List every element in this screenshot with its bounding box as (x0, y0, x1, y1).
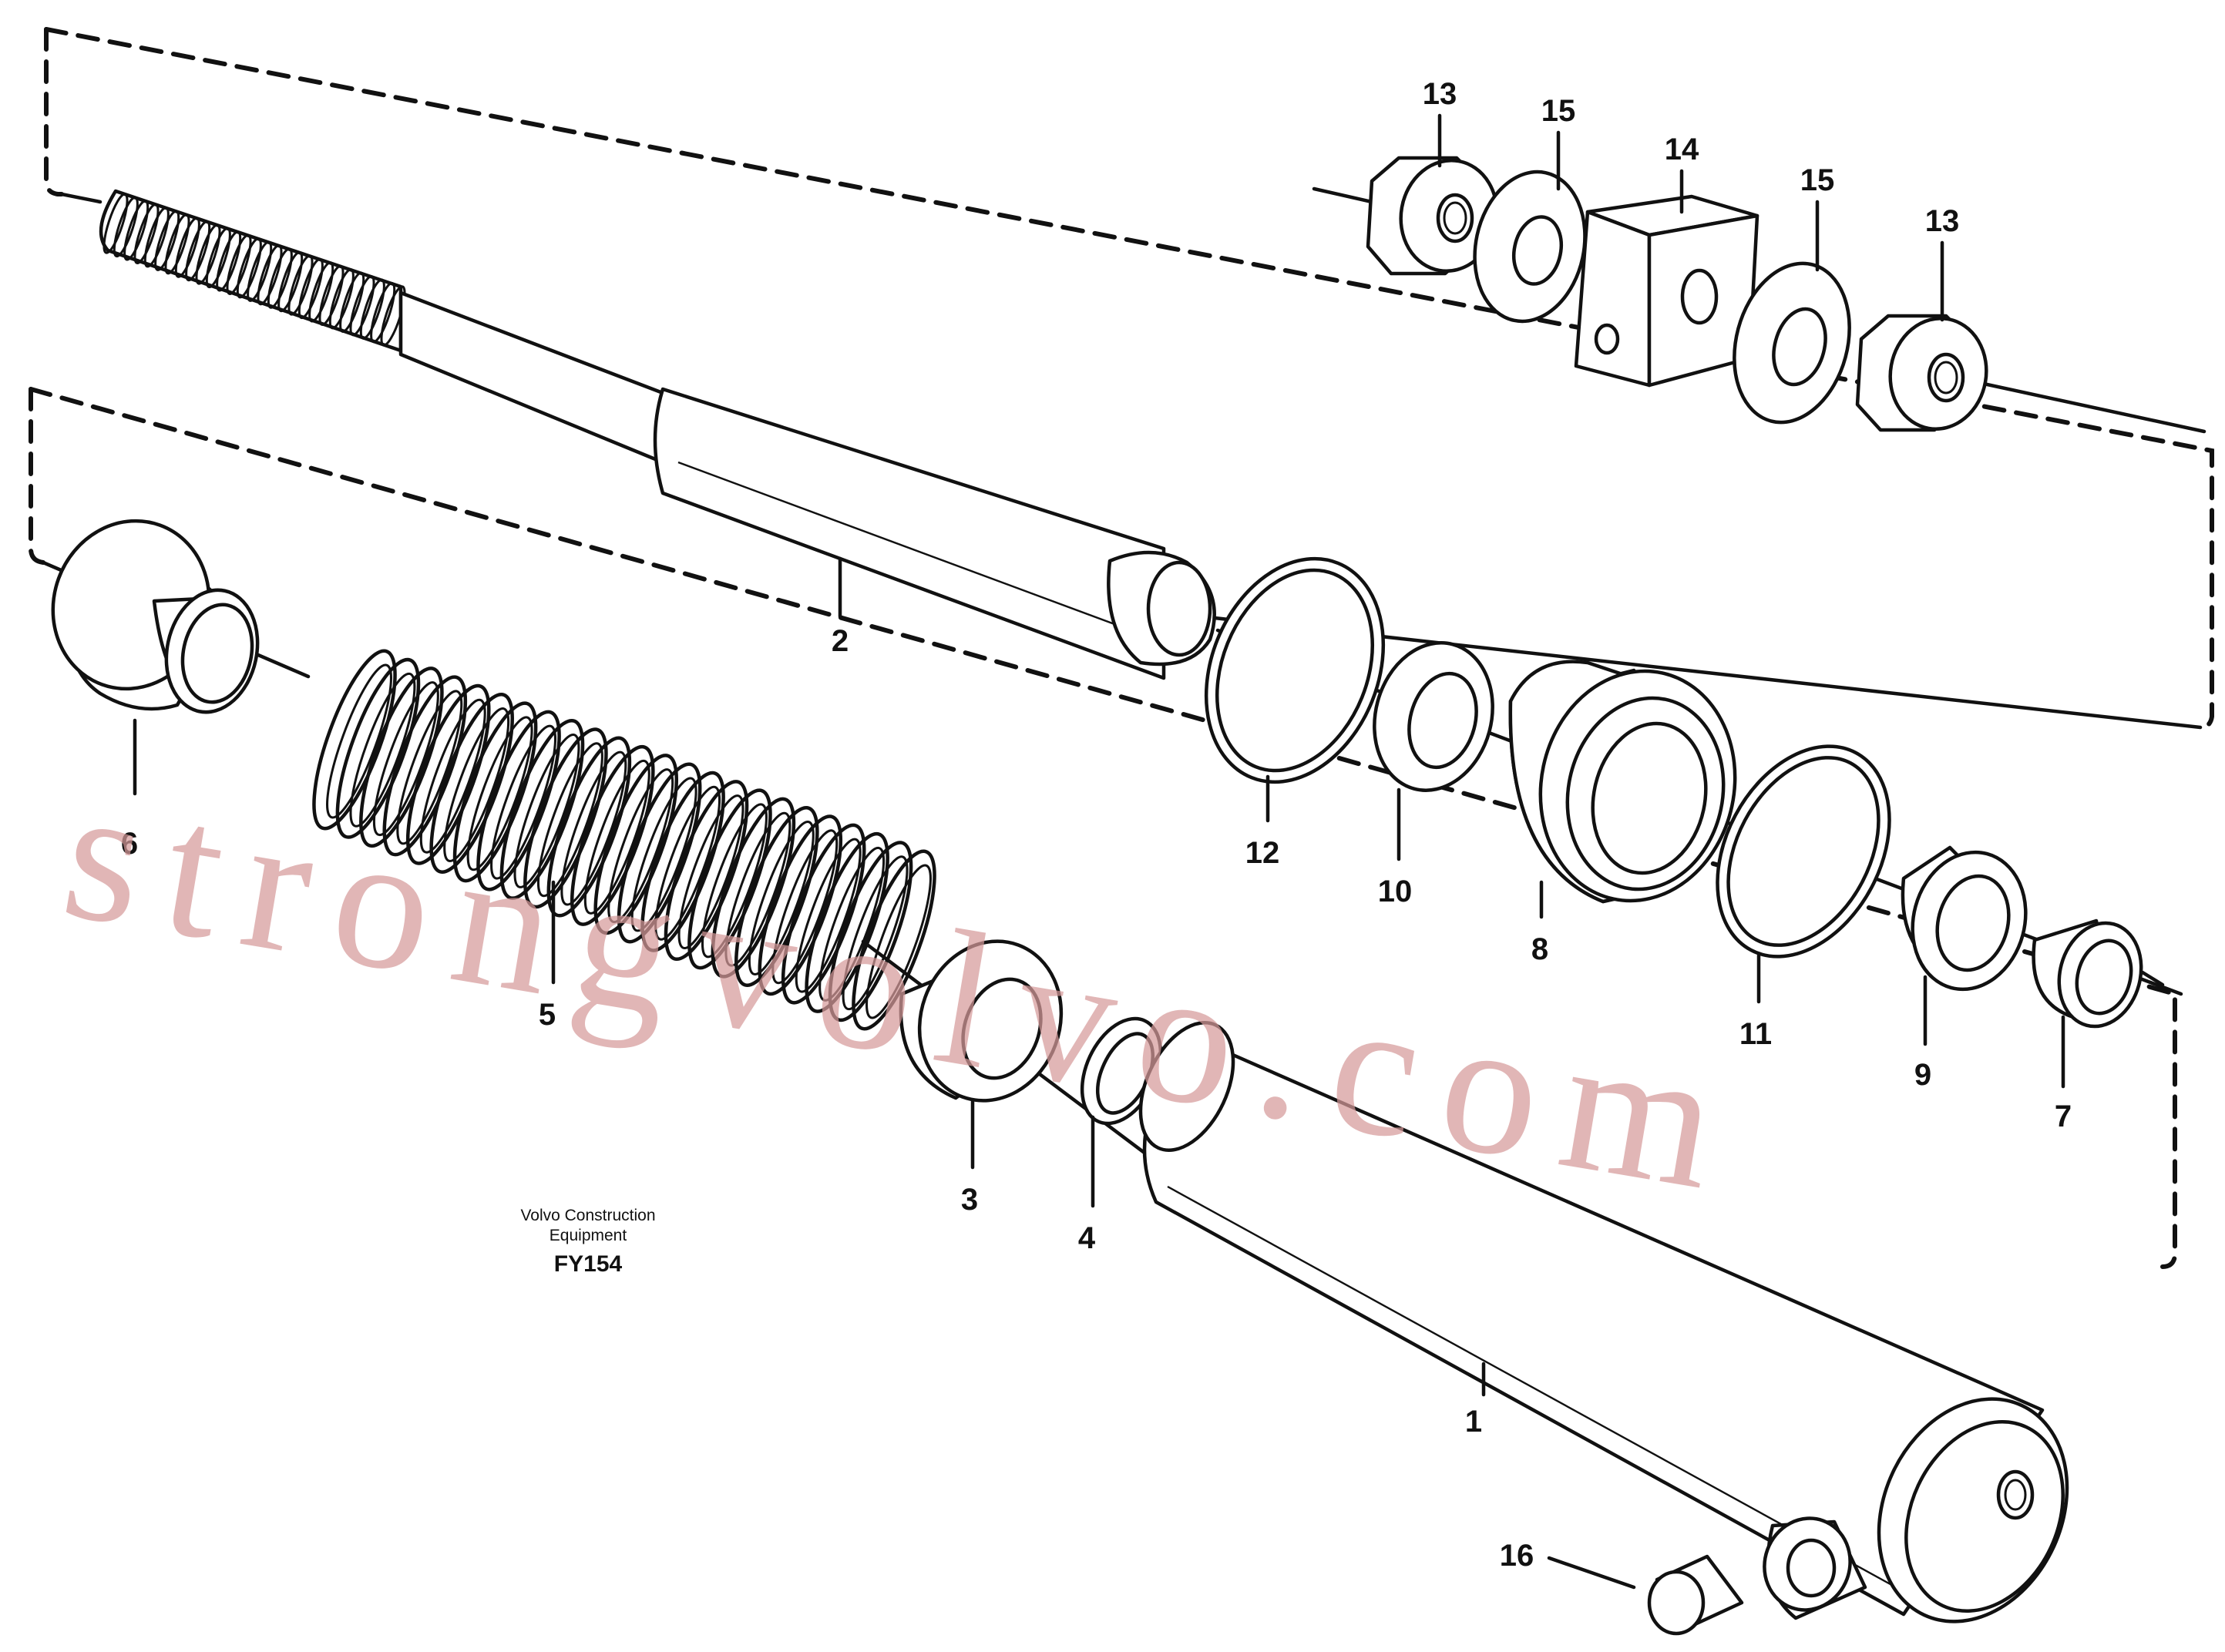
axis-line (2140, 970, 2165, 987)
part-12-o-ring (1204, 556, 1386, 784)
part-7-bushing (2032, 918, 2143, 1029)
axis-line (59, 192, 103, 204)
part-9-wiper-ring (1901, 845, 2028, 992)
part-10-seal-ring (1373, 641, 1494, 792)
caption-company-line-2: Equipment (550, 1227, 627, 1244)
callout-10: 10 (1378, 875, 1413, 908)
caption-block: Volvo Construction Equipment FY154 (520, 1207, 655, 1277)
part-16-grease-nipple-bushing (1647, 1516, 1867, 1636)
caption-company-line-1: Volvo Construction (520, 1207, 655, 1224)
callout-4: 4 (1078, 1221, 1096, 1255)
callout-7: 7 (2055, 1100, 2072, 1133)
callout-14: 14 (1665, 133, 1699, 166)
callout-1: 1 (1465, 1405, 1482, 1439)
part-15-washer-left (1473, 170, 1587, 324)
part-6-flanged-bushing (51, 519, 260, 714)
callout-3: 3 (961, 1183, 978, 1217)
callout-15-right: 15 (1800, 163, 1835, 197)
callout-8: 8 (1531, 932, 1548, 966)
part-8-guide-bushing (1508, 660, 1737, 904)
part-2-threaded-piston-rod (99, 189, 1216, 680)
callout-12: 12 (1245, 836, 1280, 870)
callout-5: 5 (539, 998, 556, 1032)
lower-assembly-frame (29, 387, 2177, 1269)
upper-assembly-frame (44, 27, 2214, 730)
part-5-coil-spring (312, 649, 936, 1031)
leader-lines (133, 113, 2065, 1590)
part-13-hex-nut-left (1366, 156, 1499, 276)
callout-13-left: 13 (1423, 77, 1457, 111)
part-14-clamp-block (1574, 194, 1759, 388)
axis-line (1312, 186, 1374, 204)
caption-figure-code: FY154 (554, 1251, 623, 1277)
callout-15-left: 15 (1541, 94, 1576, 128)
part-13-hex-nut-right (1855, 314, 1988, 432)
callout-16: 16 (1500, 1539, 1534, 1573)
callout-2: 2 (832, 624, 849, 658)
callout-11: 11 (1739, 1017, 1772, 1051)
part-15-washer-right (1733, 261, 1851, 425)
callout-13-right: 13 (1925, 204, 1960, 238)
callout-9: 9 (1914, 1058, 1931, 1092)
part-3-spring-seat (899, 939, 1064, 1103)
part-1-cylinder-tube (1138, 1021, 2069, 1623)
axis-line (1971, 379, 2207, 434)
watermark-text: strongvolvo.com (51, 744, 1756, 1234)
callout-6: 6 (121, 827, 138, 861)
callout-labels: 2 6 5 3 4 12 10 8 11 9 7 1 13 15 14 15 1… (121, 77, 2072, 1573)
part-11-back-up-ring (1716, 744, 1891, 959)
